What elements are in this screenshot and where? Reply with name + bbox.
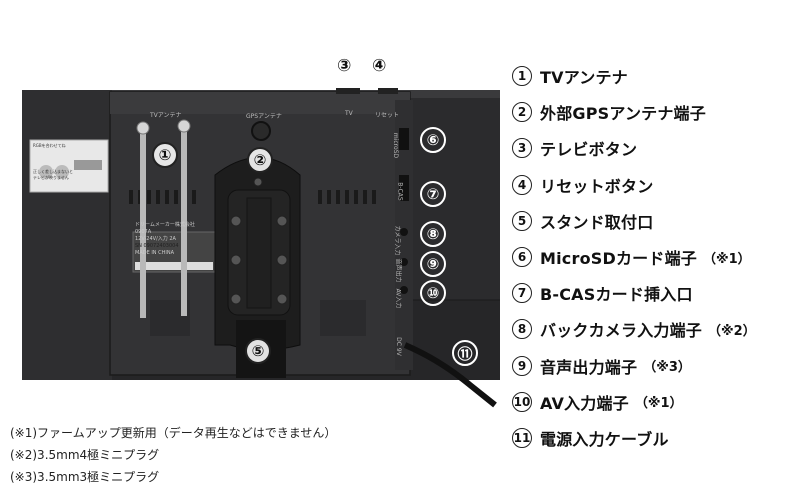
legend-item: 10 AV入力端子 （※1） [512,384,797,420]
callout-3: ③ [337,56,352,76]
callout-1: ① [152,142,178,168]
callout-7: ⑦ [420,181,446,207]
sticker-line-2: 正しく差し込まないと [33,169,73,174]
legend-label: バックカメラ入力端子 [540,321,703,341]
label-camera-in: カメラ入力 [393,225,401,256]
sticker-text: RGBを合わせてね 正しく差し込まないと テレビが映りません [33,143,73,181]
legend-number: 1 [512,66,532,87]
legend-label: AV入力端子 [540,393,629,413]
legend-item: 5 スタンド取付口 [512,203,797,239]
rating-plate-power: 12V-24V/入力 2A [135,236,176,242]
legend-item: 3 テレビボタン [512,130,797,166]
label-microsd: microSD [392,132,400,159]
label-dc: DC 9V [394,337,402,356]
legend-label: B-CASカード挿入口 [540,285,693,305]
rating-plate-origin: MADE IN CHINA [135,250,175,256]
legend-number: 7 [512,283,532,304]
legend-number: 10 [512,391,532,412]
legend-note: （※1） [634,396,683,412]
legend-number: 5 [512,210,532,231]
legend-label: リセットボタン [540,176,654,196]
callout-9: ⑨ [420,251,446,277]
callout-10: ⑩ [420,280,446,306]
legend-item: 7 B-CASカード挿入口 [512,275,797,311]
legend-item: 11 電源入力ケーブル [512,420,797,456]
callout-2: ② [247,147,273,173]
callout-11: ⑪ [452,340,478,366]
label-bcas: B-CAS [396,182,404,201]
label-reset: リセット [375,112,400,119]
gps-port [251,121,271,141]
legend-number: 8 [512,319,532,340]
legend-item: 6 MicroSDカード端子 （※1） [512,239,797,275]
footnote-1: (※1)ファームアップ更新用（データ再生などはできません） [10,426,337,440]
label-av-in: AV入力 [394,288,402,309]
legend-item: 2 外部GPSアンテナ端子 [512,94,797,130]
rating-plate-maker: ドリームメーカー株式会社 [135,222,195,228]
speaker-grille-right [320,300,366,336]
legend-label: 電源入力ケーブル [540,429,669,449]
callout-8: ⑧ [420,221,446,247]
label-audio-out: 音声出力 [394,258,402,283]
tv-button [336,88,360,94]
tv-antennas [136,119,191,318]
legend-item: 1 TVアンテナ [512,58,797,94]
legend-number: 3 [512,138,532,159]
callout-4: ④ [372,56,387,76]
rating-plate-text: ドリームメーカー株式会社 0907A 12V-24V/入力 2A SN 0907… [135,222,195,257]
callout-5: ⑤ [245,338,271,364]
legend-item: 8 バックカメラ入力端子 （※2） [512,311,797,347]
legend-label: MicroSDカード端子 [540,249,697,269]
legend-item: 9 音声出力端子 （※3） [512,348,797,384]
rating-plate-serial: SN 09072403004 [135,243,179,249]
callout-6: ⑥ [420,127,446,153]
footnote-2: (※2)3.5mm4極ミニプラグ [10,448,160,462]
legend-note: （※1） [702,251,751,267]
legend-number: 2 [512,102,532,123]
legend-number: 6 [512,247,532,268]
legend-label: 外部GPSアンテナ端子 [540,104,706,124]
legend-number: 11 [512,427,532,448]
legend-number: 4 [512,174,532,195]
sticker-line-1: RGBを合わせてね [33,143,66,148]
legend-item: 4 リセットボタン [512,167,797,203]
sticker-line-3: テレビが映りません [33,175,69,180]
legend-label: スタンド取付口 [540,212,654,232]
device-rear-photo: TVアンテナ GPSアンテナ TV リセット microSD B-CAS カメラ… [22,56,500,408]
legend-note: （※3） [643,360,691,376]
legend-label: TVアンテナ [540,68,628,88]
power-cable [403,342,497,408]
legend-label: テレビボタン [540,140,638,160]
label-tv-antenna: TVアンテナ [150,112,182,119]
legend-number: 9 [512,355,532,376]
legend-note: （※2） [708,323,756,339]
reset-button [378,88,398,94]
footnote-3: (※3)3.5mm3極ミニプラグ [10,470,160,484]
vent-slots-right [318,190,376,204]
rating-plate-model: 0907A [135,229,152,235]
footnotes: (※1)ファームアップ更新用（データ再生などはできません） (※2)3.5mm4… [10,422,336,488]
legend-label: 音声出力端子 [540,357,638,377]
label-tv: TV [345,110,353,117]
label-gps-antenna: GPSアンテナ [246,113,282,120]
